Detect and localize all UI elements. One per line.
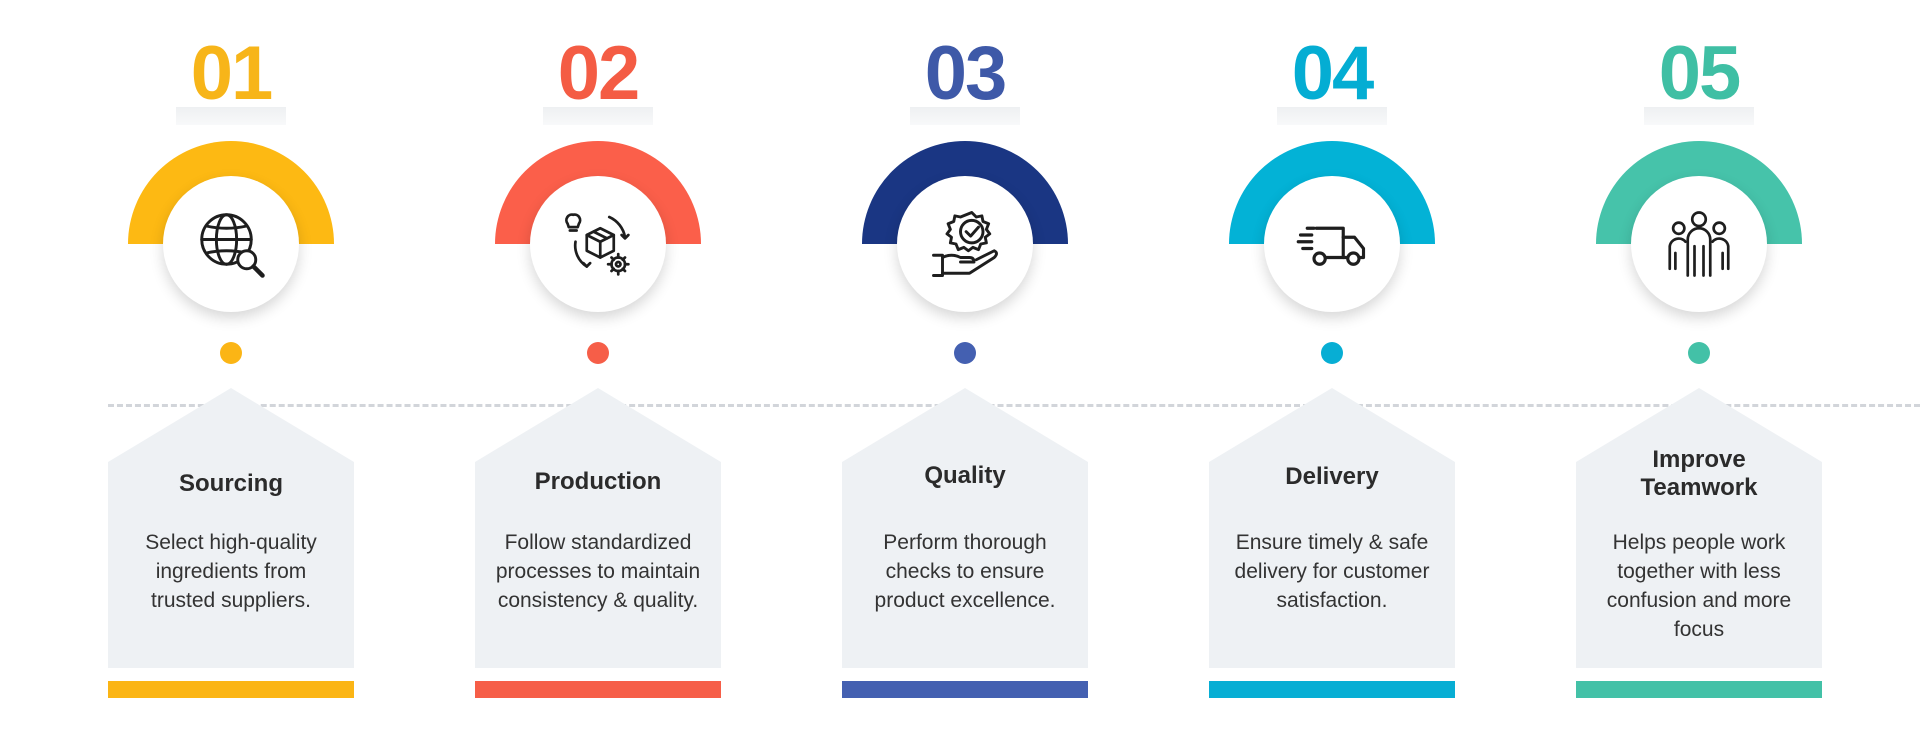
step-card-shape <box>1209 388 1455 668</box>
step-color-bar <box>842 681 1088 698</box>
number-underline <box>543 107 653 125</box>
timeline-dot <box>954 342 976 364</box>
step-number: 03 <box>924 31 1008 116</box>
step-color-bar <box>475 681 721 698</box>
timeline-dot <box>1688 342 1710 364</box>
step-color-bar <box>108 681 354 698</box>
step-card-shape <box>1576 388 1822 668</box>
step-icon-circle <box>163 176 299 312</box>
step-icon-circle <box>897 176 1033 312</box>
step-icon-circle <box>1264 176 1400 312</box>
step-description: Select high-quality ingredients from tru… <box>145 531 317 612</box>
number-underline <box>910 107 1020 125</box>
timeline-dot <box>587 342 609 364</box>
step-title: Quality <box>924 462 1006 489</box>
globe-search-icon <box>195 208 267 280</box>
step-number: 04 <box>1291 31 1375 116</box>
step-description: Helps people work together with less con… <box>1606 531 1792 641</box>
number-underline <box>1644 107 1754 125</box>
step-color-bar <box>1576 681 1822 698</box>
team-group-icon <box>1663 208 1735 280</box>
timeline-dot <box>1321 342 1343 364</box>
step-card-shape <box>108 388 354 668</box>
step-icon-circle <box>1631 176 1767 312</box>
step-description: Follow standardized processes to maintai… <box>495 531 701 612</box>
delivery-truck-icon <box>1296 208 1368 280</box>
step-title: Improve Teamwork <box>1640 446 1758 501</box>
step-title: Sourcing <box>178 470 283 497</box>
step-number: 02 <box>557 31 641 116</box>
step-card-shape <box>842 388 1088 668</box>
production-cycle-icon <box>562 208 634 280</box>
step-icon-circle <box>530 176 666 312</box>
step-title: Production <box>534 468 662 495</box>
step-description: Perform thorough checks to ensure produc… <box>874 531 1056 612</box>
quality-badge-hand-icon <box>929 208 1001 280</box>
step-title: Delivery <box>1285 463 1379 490</box>
number-underline <box>176 107 286 125</box>
step-number: 05 <box>1658 31 1742 116</box>
step-card-shape <box>475 388 721 668</box>
step-description: Ensure timely & safe delivery for custom… <box>1234 531 1430 612</box>
timeline-dashed-line <box>108 404 1920 407</box>
timeline-dot <box>220 342 242 364</box>
number-underline <box>1277 107 1387 125</box>
step-color-bar <box>1209 681 1455 698</box>
step-number: 01 <box>190 31 274 116</box>
